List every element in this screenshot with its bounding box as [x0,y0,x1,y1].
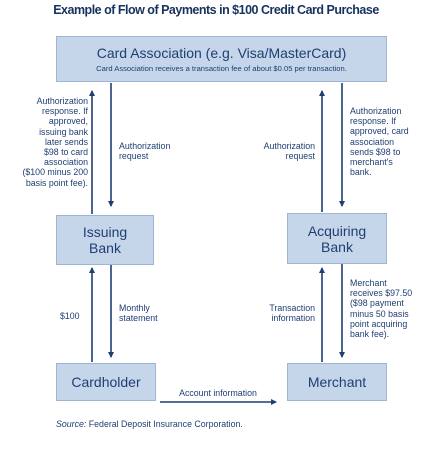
edge-label-line: Authorization [36,96,88,106]
edge-label-line: information [271,313,315,324]
payment-100-label: $100 [60,311,80,321]
edge-label-line: approved, card [350,126,409,137]
edge-label-line: response. If [42,106,88,117]
account-information-label: Account information [160,388,276,398]
edge-label-line: request [119,151,149,162]
edge-label-line: Account information [179,388,257,398]
edge-label-line: request [285,151,315,162]
edge-label-line: association [43,157,88,168]
edge-label-line: association [350,136,395,147]
edge-label-line: Authorization [119,141,171,151]
edge-label-line: $100 [60,311,80,321]
edge-label-line: receives $97.50 [350,288,413,299]
acquiring-bank-node: Acquiring Bank [287,213,387,264]
card-association-node: Card Association (e.g. Visa/MasterCard) … [56,36,387,82]
edge-label-line: $98 to card [43,147,88,158]
source-note: Source: Federal Deposit Insurance Corpor… [56,419,243,429]
card-association-sublabel: Card Association receives a transaction … [96,64,347,73]
edge-label-line: merchant's [350,157,393,168]
cardholder-label: Cardholder [71,374,141,390]
issuing-bank-node: Issuing Bank [56,215,154,265]
issuing-bank-line1: Issuing [82,224,128,240]
edge-label-line: response. If [350,116,396,127]
edge-label-line: point acquiring [350,318,408,329]
edge-label-line: basis point fee). [25,177,88,188]
issuing-bank-line2: Bank [89,240,121,256]
edge-label-line: minus 50 basis [350,308,409,319]
edge-label-line: Monthly [119,303,150,313]
card-association-label: Card Association (e.g. Visa/MasterCard) [96,45,347,61]
acquiring-bank-line2: Bank [321,238,353,255]
edge-label-line: statement [119,313,158,324]
source-text: Federal Deposit Insurance Corporation. [88,419,243,429]
edge-label-line: Authorization [350,106,402,116]
edge-label-line: approved, [48,116,88,127]
edge-label-line: sends $98 to [350,146,401,157]
edge-label-line: Transaction [269,303,315,313]
diagram-title: Example of Flow of Payments in $100 Cred… [53,3,379,17]
cardholder-node: Cardholder [56,363,156,401]
edge-label-line: bank. [350,167,372,178]
edge-label-line: ($98 payment [350,298,404,309]
edge-label-line: bank fee). [350,329,390,340]
merchant-node: Merchant [287,363,387,401]
edge-label-line: ($100 minus 200 [22,167,88,178]
acquiring-bank-line1: Acquiring [307,222,367,239]
edge-label-line: issuing bank [39,126,88,137]
source-prefix: Source: [56,419,87,429]
edge-label-line: Authorization [263,141,315,151]
edge-label-line: Merchant [350,278,387,288]
merchant-label: Merchant [307,374,367,390]
edge-label-line: later sends [44,136,88,147]
